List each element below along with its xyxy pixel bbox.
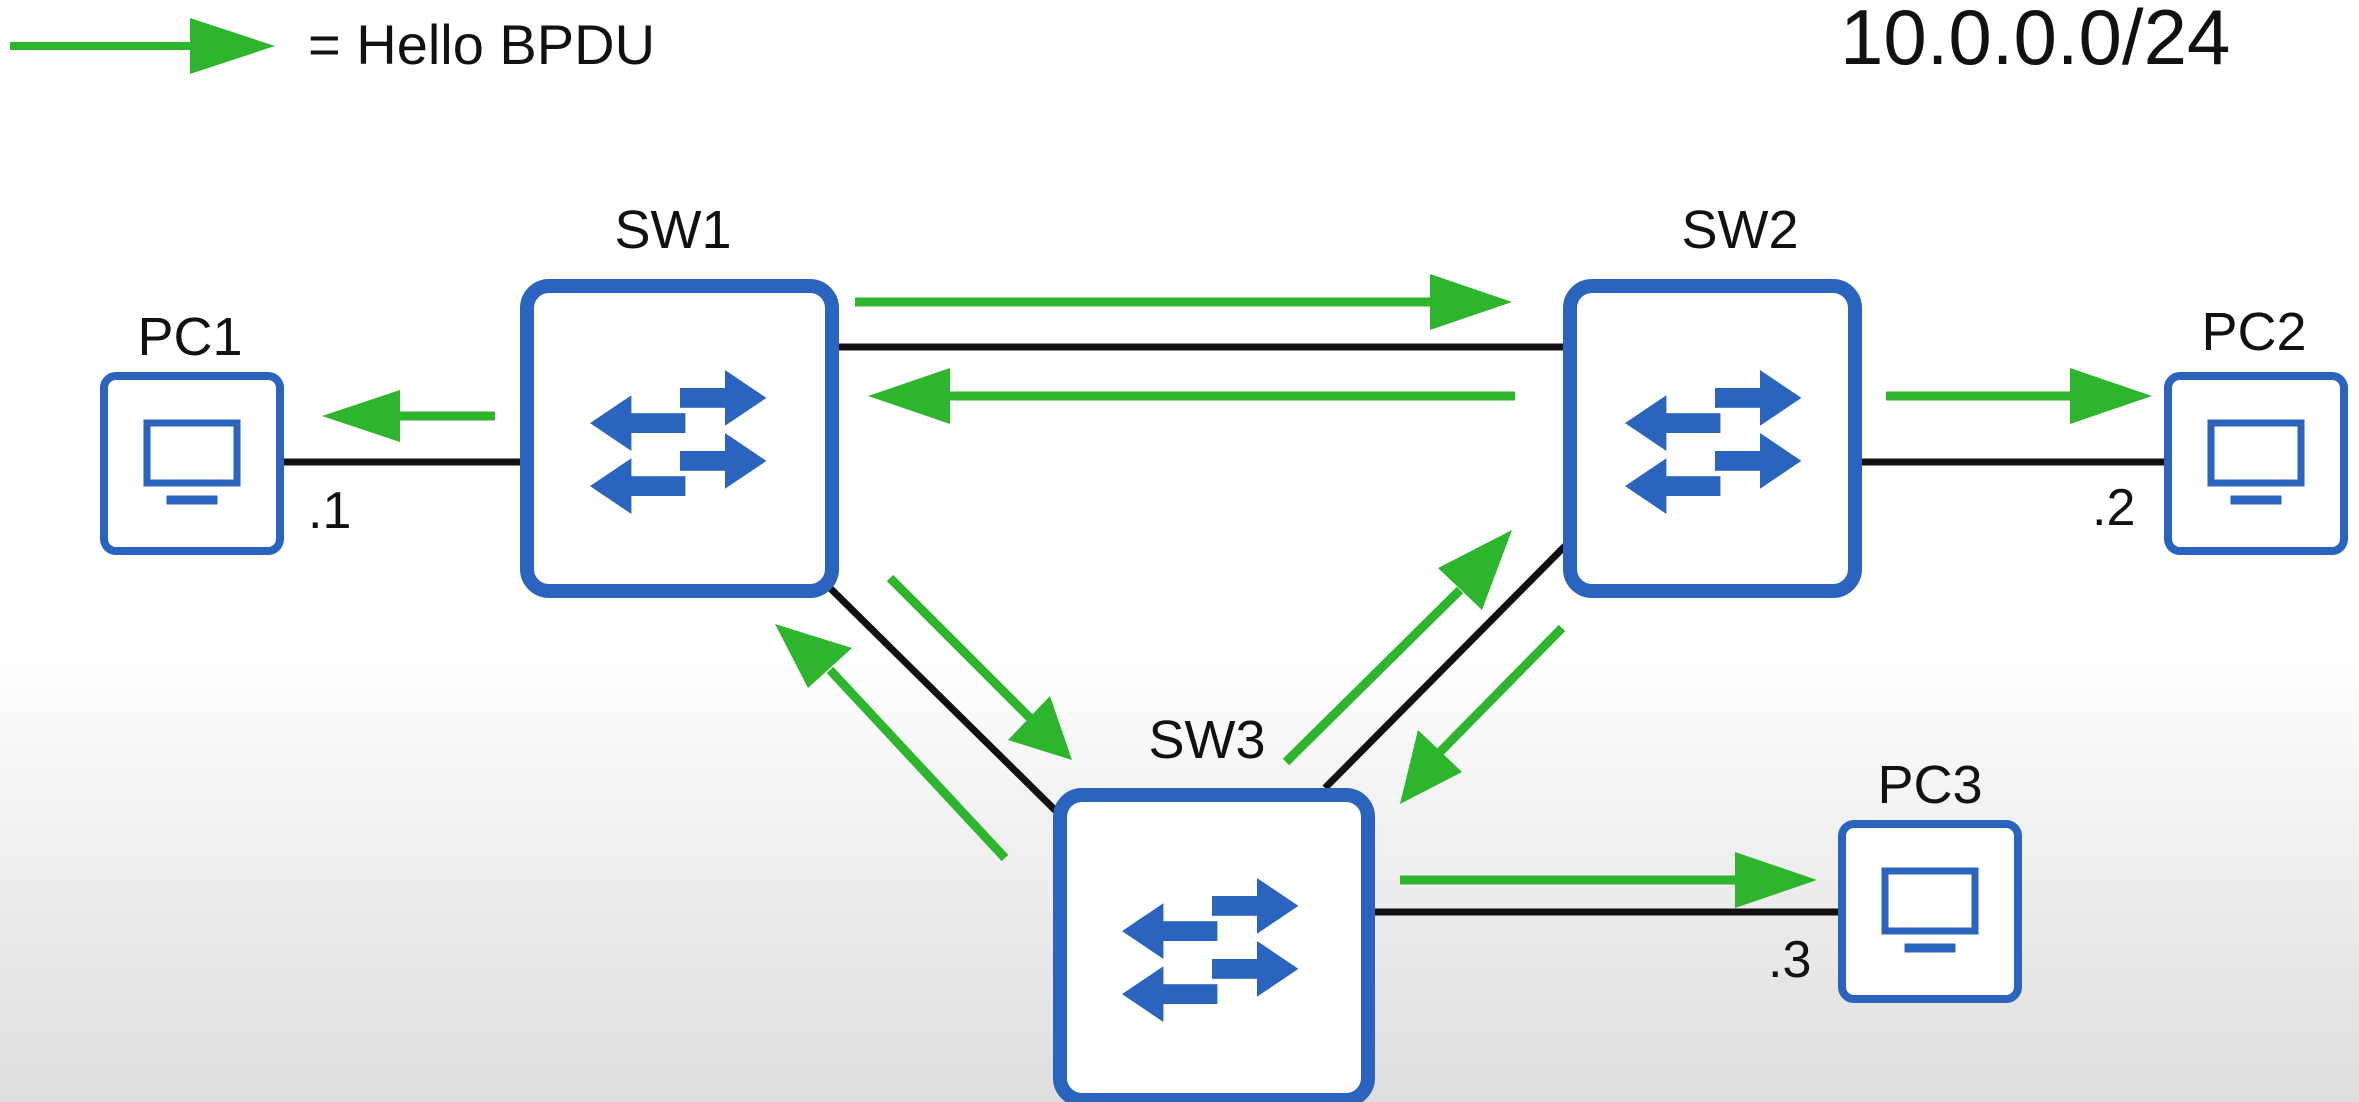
bpdu-arrow-sw3-sw2 [1282, 530, 1512, 766]
bpdu-arrow-sw2-sw1 [868, 368, 1515, 424]
legend-label: = Hello BPDU [308, 13, 655, 76]
link-sw1-sw3 [827, 585, 1063, 818]
switch-sw2[interactable]: SW2 [1563, 200, 1862, 598]
pc-ip-label: .1 [308, 482, 351, 540]
pc-label: PC2 [2201, 302, 2306, 362]
pc-ip-label: .2 [2092, 479, 2135, 537]
bpdu-arrow-sw1-sw2 [855, 274, 1512, 330]
pc-label: PC3 [1877, 755, 1982, 815]
switch-label: SW2 [1681, 200, 1798, 260]
bpdu-arrow-sw2-sw3 [1400, 624, 1566, 804]
pc-pc2[interactable]: PC2 .2 [2092, 302, 2348, 555]
pc-label: PC1 [137, 307, 242, 367]
bpdu-arrow-sw3-sw1 [775, 624, 1009, 862]
bpdu-arrow-sw1-sw3 [886, 574, 1072, 760]
pc-pc3[interactable]: PC3 .3 [1768, 755, 2022, 1003]
links [284, 343, 2170, 916]
bpdu-arrow-sw1-pc1 [322, 390, 495, 442]
pc-pc1[interactable]: PC1 .1 [100, 307, 351, 555]
bpdu-arrow-sw3-pc3 [1400, 852, 1817, 908]
switch-label: SW3 [1148, 710, 1265, 770]
bpdu-arrows [322, 274, 2152, 908]
link-sw2-sw3 [1322, 543, 1568, 791]
switch-sw3[interactable]: SW3 [1053, 710, 1375, 1102]
bpdu-arrow-sw2-pc2 [1886, 368, 2152, 424]
legend: = Hello BPDU [10, 13, 655, 76]
switch-sw1[interactable]: SW1 [520, 200, 839, 598]
switch-label: SW1 [614, 200, 731, 260]
subnet-label: 10.0.0.0/24 [1840, 0, 2230, 81]
green-arrow-icon [10, 18, 275, 74]
pc-ip-label: .3 [1768, 931, 1811, 989]
